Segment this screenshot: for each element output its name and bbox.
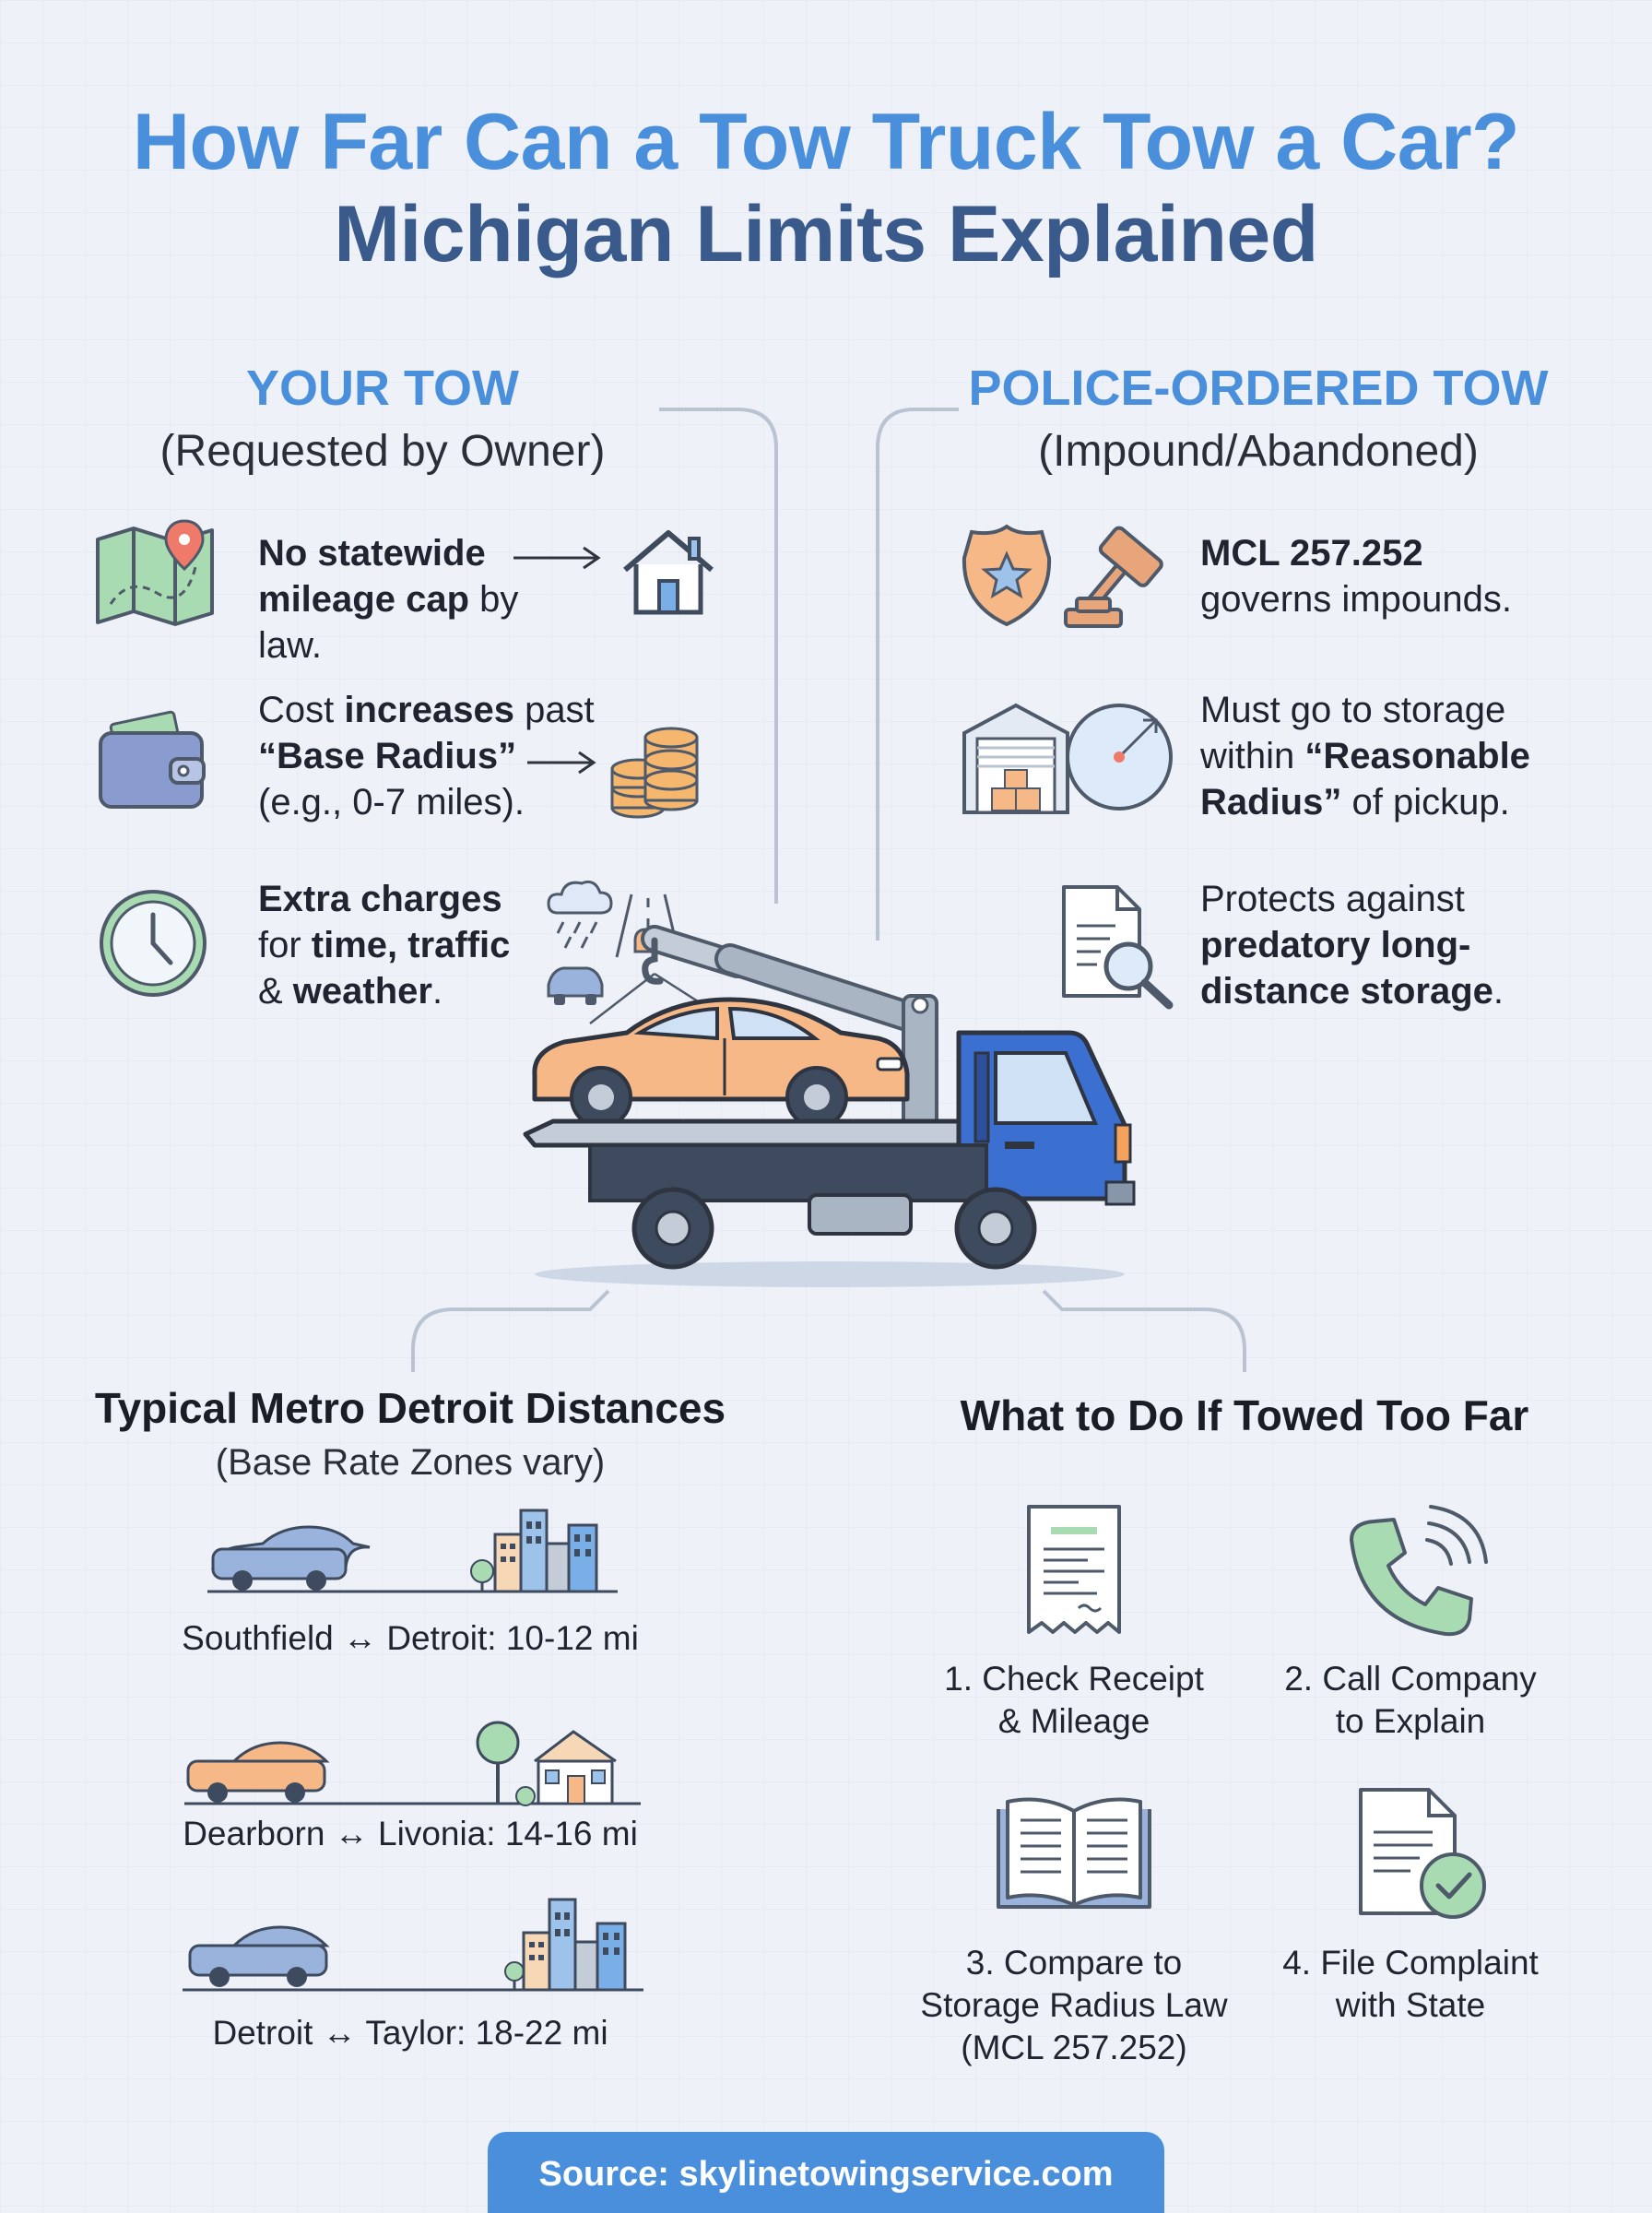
- route-1-to: Detroit: 10-12 mi: [386, 1619, 639, 1657]
- left-item-3-bold1: Extra charges: [258, 879, 502, 919]
- step-2-line1: 2. Call Company: [1284, 1660, 1537, 1698]
- right-item-2-bold2: Radius”: [1200, 782, 1342, 822]
- left-item-1-bold1: No statewide: [258, 533, 486, 574]
- left-item-1-bold2: mileage cap: [258, 579, 470, 620]
- left-item-1-rest: by law.: [258, 579, 519, 666]
- step-2-label: 2. Call Company to Explain: [1254, 1658, 1567, 1743]
- right-item-1-bold1: MCL 257.252: [1200, 533, 1423, 574]
- police-tow-heading: POLICE-ORDERED TOW (Impound/Abandoned): [959, 360, 1558, 477]
- receipt-icon: [1027, 1505, 1121, 1634]
- route-2-label: Dearborn ↔ Livonia: 14-16 mi: [55, 1815, 765, 1853]
- left-item-2-bold2: “Base Radius”: [258, 736, 517, 776]
- steps-title: What to Do If Towed Too Far: [960, 1391, 1529, 1439]
- route-1-arrow: ↔: [343, 1619, 378, 1657]
- distances-subtitle: (Base Rate Zones vary): [215, 1442, 606, 1483]
- route-2-illustration: [184, 1721, 641, 1806]
- right-item-2-line1: Must go to storage: [1200, 690, 1506, 730]
- clock-icon: [100, 890, 206, 997]
- right-item-3-end: .: [1493, 971, 1504, 1012]
- step-3-line3: (MCL 257.252): [961, 2029, 1187, 2066]
- right-item-1-rest: governs impounds.: [1200, 579, 1512, 620]
- distances-heading: Typical Metro Detroit Distances (Base Ra…: [55, 1383, 765, 1484]
- route-1-from: Southfield: [182, 1619, 334, 1657]
- phone-icon: [1350, 1505, 1488, 1637]
- left-item-3-pre3: &: [258, 971, 293, 1012]
- right-item-2-text: Must go to storage within “Reasonable Ra…: [1200, 687, 1569, 825]
- route-2-from: Dearborn: [183, 1815, 325, 1852]
- document-search-icon: [1062, 885, 1174, 1010]
- right-item-1-text: MCL 257.252 governs impounds.: [1200, 530, 1569, 622]
- left-item-1-text: No statewide mileage cap by law.: [258, 530, 535, 669]
- book-icon: [997, 1797, 1151, 1909]
- right-item-2-bold1: “Reasonable: [1304, 736, 1530, 776]
- right-item-3-bold1: predatory long-: [1200, 925, 1471, 965]
- distances-title: Typical Metro Detroit Distances: [94, 1384, 726, 1432]
- left-item-2-line3: (e.g., 0-7 miles).: [258, 782, 525, 822]
- page-title-line1: How Far Can a Tow Truck Tow a Car?: [132, 98, 1520, 186]
- step-4-label: 4. File Complaint with State: [1254, 1942, 1567, 2027]
- left-item-3-bold2: time, traffic: [311, 925, 511, 965]
- police-badge-gavel-icon: [962, 524, 1163, 628]
- route-3-arrow: ↔: [322, 2014, 357, 2052]
- weather-traffic-icon: [547, 880, 681, 1005]
- route-3-illustration: [183, 1898, 643, 1992]
- left-item-3-pre2: for: [258, 925, 312, 965]
- page-title-line2: Michigan Limits Explained: [334, 190, 1318, 278]
- route-1-illustration: [207, 1509, 618, 1593]
- arrow-right-icon: [513, 546, 601, 570]
- arrow-right-icon-2: [527, 751, 596, 775]
- right-item-2-pre: within: [1200, 736, 1305, 776]
- route-2-to: Livonia: 14-16 mi: [378, 1815, 638, 1852]
- step-1-label: 1. Check Receipt & Mileage: [913, 1658, 1235, 1743]
- step-4-line1: 4. File Complaint: [1282, 1944, 1539, 1982]
- your-tow-heading: YOUR TOW (Requested by Owner): [120, 360, 645, 477]
- your-tow-title: YOUR TOW: [246, 361, 519, 416]
- source-banner: Source: skylinetowingservice.com: [488, 2132, 1164, 2213]
- step-1-line1: 1. Check Receipt: [944, 1660, 1204, 1698]
- right-item-3-line1: Protects against: [1200, 879, 1465, 919]
- storage-radius-icon: [962, 703, 1173, 814]
- wallet-icon: [99, 710, 206, 809]
- right-item-3-text: Protects against predatory long- distanc…: [1200, 876, 1569, 1014]
- step-3-line2: Storage Radius Law: [920, 1986, 1228, 2024]
- route-3-from: Detroit: [212, 2014, 313, 2052]
- route-1-label: Southfield ↔ Detroit: 10-12 mi: [55, 1619, 765, 1658]
- left-item-2-pre: Cost: [258, 690, 345, 730]
- tow-truck-illustration: [523, 925, 1136, 1287]
- left-item-2-bold1: increases: [344, 690, 514, 730]
- step-1-line2: & Mileage: [997, 1702, 1150, 1740]
- your-tow-subtitle: (Requested by Owner): [159, 427, 606, 476]
- route-3-label: Detroit ↔ Taylor: 18-22 mi: [55, 2014, 765, 2053]
- police-tow-title: POLICE-ORDERED TOW: [968, 361, 1549, 416]
- left-item-2-mid: past: [513, 690, 595, 730]
- left-item-3-bold3: weather: [292, 971, 432, 1012]
- left-item-3-end: .: [431, 971, 443, 1012]
- step-3-line1: 3. Compare to: [965, 1944, 1183, 1982]
- police-tow-subtitle: (Impound/Abandoned): [1038, 427, 1479, 476]
- left-item-2-text: Cost increases past “Base Radius” (e.g.,…: [258, 687, 636, 825]
- route-2-arrow: ↔: [334, 1815, 369, 1852]
- map-pin-icon: [96, 519, 214, 626]
- step-2-line2: to Explain: [1335, 1702, 1486, 1740]
- right-item-3-bold2: distance storage: [1200, 971, 1493, 1012]
- coins-icon: [610, 727, 699, 819]
- step-4-line2: with State: [1335, 1986, 1486, 2024]
- house-icon: [623, 530, 714, 615]
- left-item-3-text: Extra charges for time, traffic & weathe…: [258, 876, 562, 1014]
- step-3-label: 3. Compare to Storage Radius Law (MCL 25…: [885, 1942, 1263, 2069]
- route-3-to: Taylor: 18-22 mi: [365, 2014, 608, 2052]
- right-item-2-rest: of pickup.: [1341, 782, 1510, 822]
- document-check-icon: [1359, 1788, 1486, 1919]
